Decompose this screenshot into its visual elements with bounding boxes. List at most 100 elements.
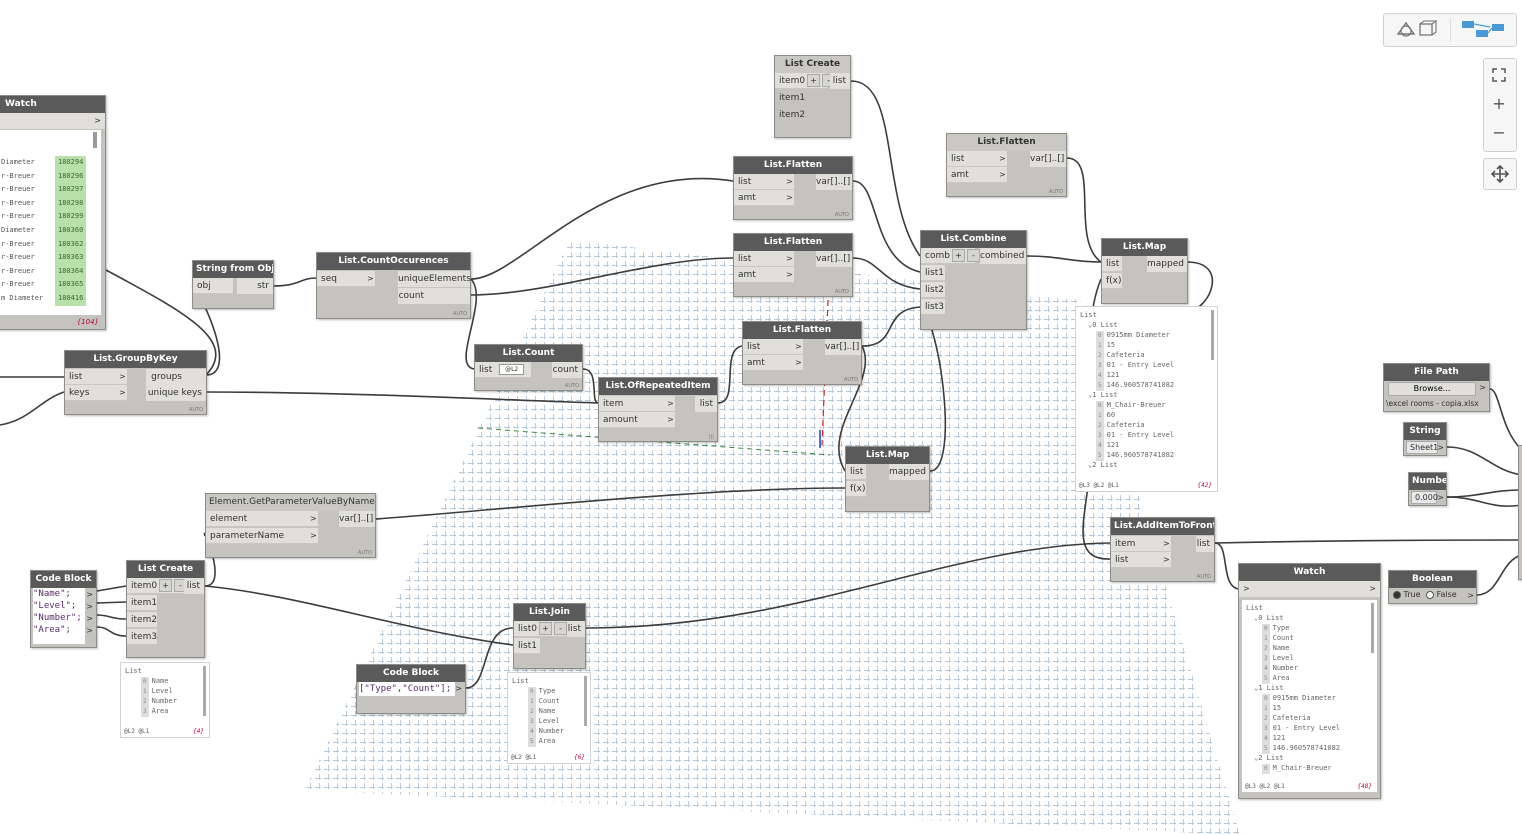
output-port-var[interactable]: var[]..[]	[825, 339, 861, 355]
output-port-combined[interactable]: combined	[980, 248, 1026, 264]
input-port-amt[interactable]: amt>	[947, 167, 1007, 183]
string-input-node[interactable]: String Sheet1 >	[1403, 422, 1447, 456]
list-group-by-key-node[interactable]: List.GroupByKey list> keys> groups uniqu…	[64, 350, 207, 415]
input-port-item3[interactable]: item3	[127, 629, 157, 645]
input-port-list[interactable]: list>	[734, 251, 794, 267]
file-path-node[interactable]: File Path Browse... > \excel rooms - cop…	[1383, 363, 1490, 412]
add-input-button[interactable]: +	[538, 622, 552, 635]
input-port-amt[interactable]: amt>	[734, 267, 794, 283]
boolean-input-node[interactable]: Boolean True False >	[1388, 570, 1477, 604]
remove-input-button[interactable]: -	[174, 579, 188, 592]
scrollbar[interactable]	[203, 666, 206, 716]
code-editor[interactable]: "Name"; "Level"; "Number"; "Area";	[33, 588, 85, 644]
output-port-var[interactable]: var[]..[]	[816, 251, 852, 267]
watch-input-port[interactable]: > >	[1239, 581, 1380, 597]
list-map-node-top[interactable]: List.Map list f(x) mapped	[1101, 238, 1188, 304]
output-port-arrow-icon[interactable]: >	[1437, 443, 1444, 452]
number-value-field[interactable]: 0.000	[1411, 491, 1438, 504]
output-port-str[interactable]: str	[237, 278, 273, 294]
list-of-repeated-item-node[interactable]: List.OfRepeatedItem item> amount> list |…	[598, 377, 718, 442]
code-editor[interactable]: ["Type","Count"];	[359, 682, 455, 696]
list-count-node[interactable]: List.Count list @L2 count AUTO	[474, 344, 583, 391]
clipped-node-right[interactable]	[1518, 445, 1522, 580]
list-add-item-to-front-node[interactable]: List.AddItemToFront item> list> list AUT…	[1110, 517, 1215, 582]
input-port-list1[interactable]: list1	[921, 265, 945, 281]
output-port-count[interactable]: count	[398, 288, 470, 304]
input-port-element[interactable]: element>	[206, 511, 318, 527]
list-create-node-top[interactable]: List Create item0+- item1 item2 list	[774, 55, 851, 138]
list-flatten-node-2[interactable]: List.Flatten list> amt> var[]..[] AUTO	[733, 233, 853, 297]
output-port-arrow-icon[interactable]: >	[1467, 591, 1474, 600]
input-port-item1[interactable]: item1	[775, 90, 805, 106]
number-input-node[interactable]: Number 0.000 >	[1408, 472, 1447, 506]
list-flatten-node-1[interactable]: List.Flatten list> amt> var[]..[] AUTO	[733, 156, 853, 220]
get-parameter-value-node[interactable]: Element.GetParameterValueByName element>…	[205, 493, 376, 558]
add-input-button[interactable]: +	[159, 579, 173, 592]
input-port-item[interactable]: item>	[599, 396, 675, 412]
input-port-list3[interactable]: list3	[921, 299, 945, 315]
output-port-arrows[interactable]: >>>>	[86, 590, 93, 635]
zoom-out-button[interactable]: −	[1492, 123, 1506, 142]
input-port-item1[interactable]: item1	[127, 595, 157, 611]
zoom-in-button[interactable]: +	[1492, 94, 1506, 113]
remove-input-button[interactable]: -	[553, 622, 567, 635]
string-value-field[interactable]: Sheet1	[1406, 441, 1438, 454]
input-port-list[interactable]: list @L2	[475, 362, 531, 378]
graph-view-button[interactable]	[1456, 18, 1512, 42]
input-port-amt[interactable]: amt>	[734, 190, 794, 206]
input-port-item2[interactable]: item2	[127, 612, 157, 628]
output-port-list[interactable]: list	[1196, 536, 1214, 552]
input-port-amount[interactable]: amount>	[599, 412, 675, 428]
input-port-list[interactable]: list>	[734, 174, 794, 190]
input-port-item0[interactable]: item0+-	[775, 73, 836, 89]
input-port-list2[interactable]: list2	[921, 282, 945, 298]
output-port-list[interactable]: list	[695, 396, 717, 412]
add-input-button[interactable]: +	[807, 74, 821, 87]
output-port-mapped[interactable]: mapped	[1147, 256, 1187, 272]
output-port-count[interactable]: count	[552, 362, 582, 378]
level-selector[interactable]: @L2	[499, 364, 525, 375]
scrollbar[interactable]	[584, 676, 587, 726]
input-port-amt[interactable]: amt>	[743, 355, 803, 371]
input-port-fx[interactable]: f(x)	[846, 481, 866, 497]
input-port-seq[interactable]: seq>	[317, 271, 375, 287]
output-port-list[interactable]: list	[567, 621, 585, 637]
input-port-list0[interactable]: list0+-	[514, 621, 567, 637]
input-port-item0[interactable]: item0+-	[127, 578, 188, 594]
output-port-mapped[interactable]: mapped	[889, 464, 929, 480]
string-from-object-node[interactable]: String from Object obj str	[192, 260, 274, 309]
code-block-node-left[interactable]: Code Block "Name"; "Level"; "Number"; "A…	[30, 570, 97, 648]
input-port-list[interactable]: list>	[1111, 552, 1171, 568]
input-port-fx[interactable]: f(x)	[1102, 273, 1122, 289]
input-port-list[interactable]: list>	[743, 339, 803, 355]
list-create-node-bottom[interactable]: List Create item0+- item1 item2 item3 li…	[126, 560, 205, 658]
scrollbar[interactable]	[93, 132, 97, 148]
input-port-list1[interactable]: list1	[514, 638, 540, 654]
output-port-list[interactable]: list	[830, 73, 850, 89]
output-port-var[interactable]: var[]..[]	[1030, 151, 1066, 167]
input-port-item2[interactable]: item2	[775, 107, 805, 123]
input-port-parameter-name[interactable]: parameterName>	[206, 528, 318, 544]
radio-true[interactable]	[1393, 590, 1401, 599]
input-port-list[interactable]: list	[846, 464, 866, 480]
list-count-occurences-node[interactable]: List.CountOccurences seq> uniqueElements…	[316, 252, 471, 319]
list-flatten-node-3[interactable]: List.Flatten list> amt> var[]..[] AUTO	[742, 321, 862, 385]
list-combine-node[interactable]: List.Combine comb+- list1 list2 list3 co…	[920, 230, 1027, 330]
add-input-button[interactable]: +	[951, 249, 965, 262]
input-port-obj[interactable]: obj	[193, 278, 233, 294]
input-port-comb[interactable]: comb+-	[921, 248, 980, 264]
geometry-view-button[interactable]	[1390, 18, 1451, 42]
output-port-arrow-icon[interactable]: >	[455, 684, 462, 693]
output-port-list[interactable]: list	[184, 578, 204, 594]
input-port-keys[interactable]: keys>	[65, 385, 127, 401]
input-port-list[interactable]: list>	[65, 369, 127, 385]
scrollbar[interactable]	[1211, 310, 1214, 360]
output-port-unique-elements[interactable]: uniqueElements	[398, 271, 471, 287]
radio-false[interactable]	[1426, 590, 1435, 599]
output-port-unique-keys[interactable]: unique keys	[146, 385, 206, 401]
